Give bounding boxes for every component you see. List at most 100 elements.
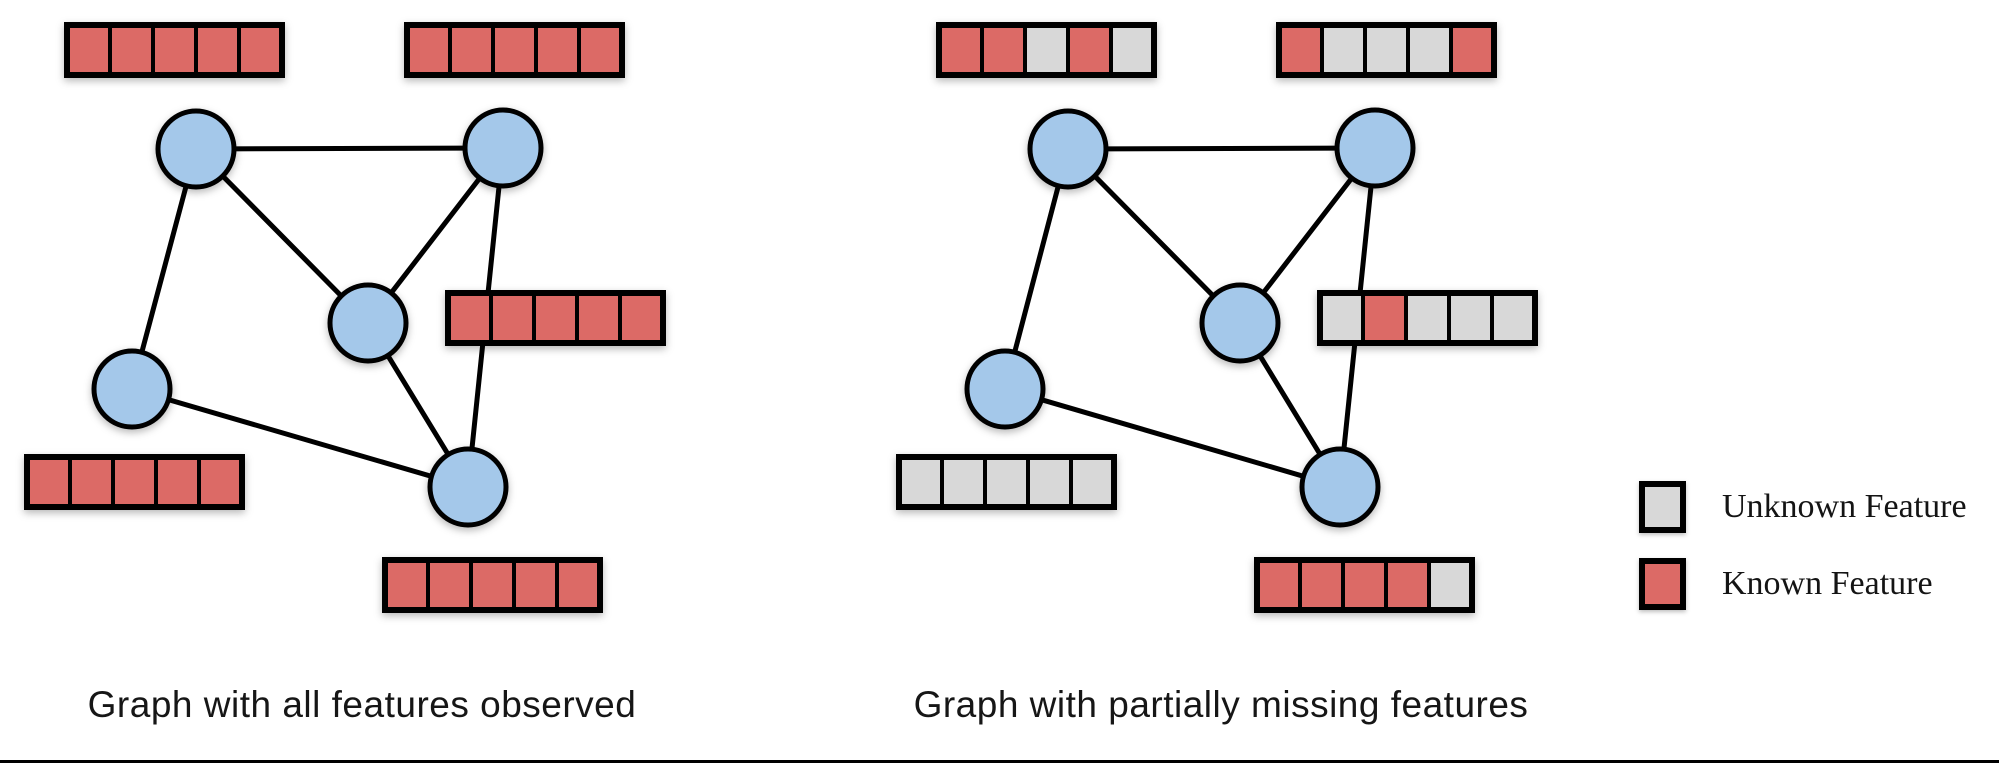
feature-cell-unknown (1023, 23, 1070, 77)
graph-edge (1002, 146, 1071, 392)
feature-cell-known (532, 291, 579, 345)
graph-edge (193, 146, 371, 326)
feature-vector (24, 454, 245, 510)
feature-vector-outline (896, 454, 1117, 510)
feature-vector (1254, 557, 1475, 613)
feature-cell-unknown (940, 455, 987, 509)
feature-cell-known (194, 23, 241, 77)
nodes-layer (91, 107, 1416, 528)
feature-vector (382, 557, 603, 613)
graph-node (1199, 282, 1281, 364)
feature-vector-outline (936, 22, 1157, 78)
feature-vector-outline (382, 557, 603, 613)
feature-cell-known (1277, 23, 1324, 77)
feature-cell-unknown (1490, 291, 1537, 345)
feature-cell-known (1341, 558, 1388, 612)
feature-cell-unknown (897, 455, 944, 509)
feature-cell-known (151, 23, 198, 77)
feature-cell-unknown (1026, 455, 1073, 509)
caption-right-graph: Graph with partially missing features (913, 684, 1529, 725)
feature-cell-known (405, 23, 452, 77)
graph-node (1299, 446, 1381, 528)
feature-cell-unknown (1447, 291, 1494, 345)
feature-vector (1276, 22, 1497, 78)
feature-cell-known (980, 23, 1027, 77)
feature-cell-unknown (983, 455, 1030, 509)
feature-cell-unknown (1427, 558, 1474, 612)
feature-cell-known (534, 23, 581, 77)
graph-node (964, 348, 1046, 430)
feature-cell-known (469, 558, 516, 612)
caption-left-graph: Graph with all features observed (87, 684, 637, 725)
graph-node (1027, 108, 1109, 190)
feature-cell-known (1298, 558, 1345, 612)
legend-label-known: Known Feature (1722, 565, 1933, 602)
feature-vector-outline (64, 22, 285, 78)
legend-row-unknown: Unknown Feature (1639, 481, 1967, 533)
feature-cell-known (237, 23, 284, 77)
graph-node (1334, 107, 1416, 189)
feature-cell-unknown (1406, 23, 1453, 77)
graph-node (462, 107, 544, 189)
feature-vectors-layer (24, 22, 1538, 613)
feature-cell-known (1361, 291, 1408, 345)
feature-vector-outline (1276, 22, 1497, 78)
feature-cell-known (618, 291, 665, 345)
feature-cell-known (65, 23, 112, 77)
feature-cell-known (383, 558, 430, 612)
feature-vector (64, 22, 285, 78)
graph-edge (129, 146, 199, 392)
feature-cell-known (555, 558, 602, 612)
feature-cell-known (108, 23, 155, 77)
feature-cell-known (197, 455, 244, 509)
feature-cell-known (577, 23, 624, 77)
legend: Unknown Feature Known Feature (1639, 481, 1967, 610)
feature-cell-known (446, 291, 493, 345)
feature-cell-known (575, 291, 622, 345)
feature-cell-unknown (1320, 23, 1367, 77)
feature-cell-known (937, 23, 984, 77)
legend-label-unknown: Unknown Feature (1722, 488, 1967, 525)
bottom-divider-line (0, 760, 1999, 763)
feature-cell-unknown (1069, 455, 1116, 509)
feature-cell-known (426, 558, 473, 612)
feature-vector (1317, 290, 1538, 346)
legend-row-known: Known Feature (1639, 558, 1967, 610)
feature-vector (404, 22, 625, 78)
feature-vector-outline (445, 290, 666, 346)
feature-cell-unknown (1363, 23, 1410, 77)
feature-cell-known (1449, 23, 1496, 77)
feature-vector-outline (1317, 290, 1538, 346)
feature-cell-known (111, 455, 158, 509)
graph-edge (129, 386, 471, 490)
feature-cell-known (512, 558, 559, 612)
feature-cell-known (1384, 558, 1431, 612)
feature-cell-known (1255, 558, 1302, 612)
unknown-feature-swatch (1639, 481, 1686, 533)
feature-cell-known (1066, 23, 1113, 77)
edges-layer (129, 145, 1378, 490)
feature-vector-outline (1254, 557, 1475, 613)
feature-cell-known (154, 455, 201, 509)
graph-node (327, 282, 409, 364)
known-feature-swatch (1639, 558, 1686, 610)
graph-node (91, 348, 173, 430)
graph-edge (193, 145, 506, 152)
feature-vector (936, 22, 1157, 78)
feature-cell-known (448, 23, 495, 77)
feature-vector-outline (404, 22, 625, 78)
feature-cell-unknown (1404, 291, 1451, 345)
graph-node (427, 446, 509, 528)
feature-vector-outline (24, 454, 245, 510)
feature-vector (896, 454, 1117, 510)
feature-cell-known (68, 455, 115, 509)
feature-cell-unknown (1109, 23, 1156, 77)
graph-node (155, 108, 237, 190)
feature-vector (445, 290, 666, 346)
graph-edge (1065, 146, 1243, 326)
graph-edge (1002, 386, 1343, 490)
feature-cell-unknown (1318, 291, 1365, 345)
feature-cell-known (489, 291, 536, 345)
